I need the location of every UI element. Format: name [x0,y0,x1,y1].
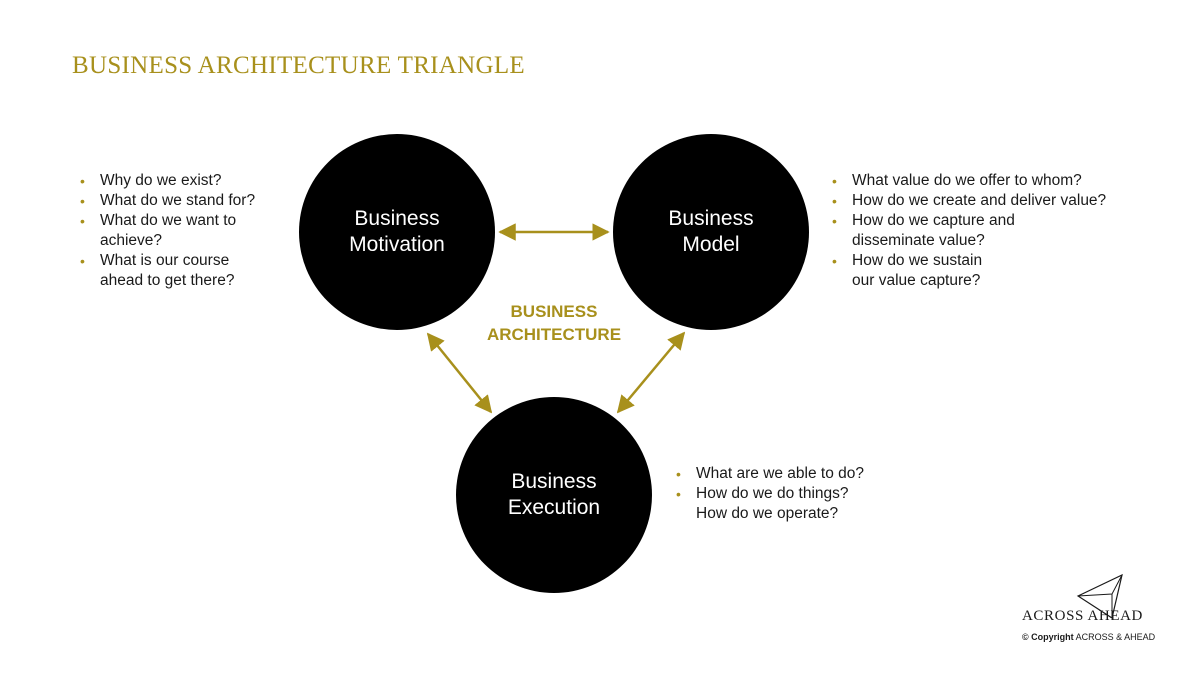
copyright-notice: © Copyright ACROSS & AHEAD [1022,632,1156,642]
bullet-icon: • [80,253,85,269]
motivation-bullet-list: •Why do we exist? •What do we stand for?… [80,171,255,291]
bullet-icon: • [832,253,837,269]
business-architecture-label: BUSINESS ARCHITECTURE [486,302,622,344]
execution-bullet-list: •What are we able to do? •How do we do t… [676,464,864,524]
bullet-icon: • [832,173,837,189]
business-motivation-node: Business Motivation [299,134,495,330]
bullet-icon: • [832,213,837,229]
business-model-node: Business Model [613,134,809,330]
list-item: •How do we create and deliver value? [832,192,1107,209]
list-item: •How do we do things? How do we operate? [676,485,849,522]
list-item: •What is our course ahead to get there? [80,252,235,289]
list-item: •How do we sustain our value capture? [832,252,983,289]
bullet-icon: • [832,193,837,209]
list-item: •Why do we exist? [80,172,222,189]
list-item: •How do we capture and disseminate value… [832,212,1015,249]
arrow-motivation-execution [426,332,493,414]
list-item: •What do we stand for? [80,192,256,209]
list-item: •What are we able to do? [676,465,865,482]
bullet-icon: • [80,213,85,229]
bullet-icon: • [676,466,681,482]
slide-title: BUSINESS ARCHITECTURE TRIANGLE [72,52,526,79]
bullet-icon: • [80,173,85,189]
model-bullet-list: •What value do we offer to whom? •How do… [832,171,1106,291]
bullet-icon: • [676,486,681,502]
across-ahead-logo: ACROSS AHEAD © Copyright ACROSS & AHEAD [1012,574,1172,654]
paper-plane-icon [1076,574,1123,619]
list-item: •What value do we offer to whom? [832,172,1082,189]
arrow-model-execution [616,331,686,414]
logo-text: ACROSS AHEAD [1022,608,1143,624]
list-item: •What do we want to achieve? [80,212,237,249]
bullet-icon: • [80,193,85,209]
business-execution-label: Business Execution [507,470,601,519]
business-execution-node: Business Execution [456,397,652,593]
business-motivation-label: Business Motivation [349,207,445,256]
business-model-label: Business Model [668,207,754,256]
